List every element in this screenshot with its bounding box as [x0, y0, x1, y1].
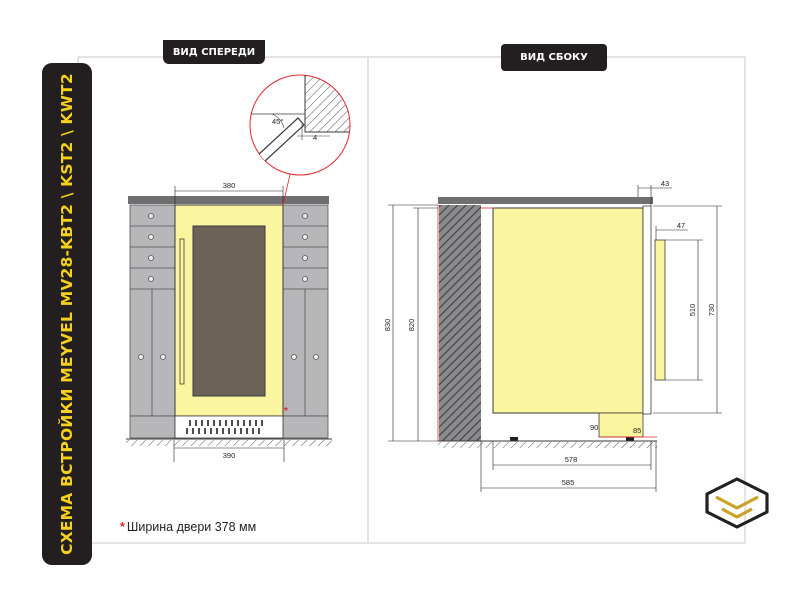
- side-view: 830 820 43 47 510 730 90 85: [383, 179, 722, 492]
- detail-angle-label: 45°: [272, 117, 283, 126]
- dim-380-label: 380: [223, 181, 236, 190]
- tab-front-view: ВИД СПЕРЕДИ: [163, 40, 265, 64]
- dim-820-label: 820: [407, 319, 416, 332]
- left-cabinet: [129, 204, 176, 439]
- door-profile: [642, 205, 652, 415]
- vent-grille: [174, 415, 284, 439]
- hinge-detail-callout: 45° 4: [249, 74, 351, 206]
- dim-730-label: 730: [707, 304, 716, 317]
- dim-390-label: 390: [223, 451, 236, 460]
- svg-text:*: *: [284, 406, 288, 417]
- dim-bottom-width: [173, 440, 285, 462]
- floor-side: [437, 205, 657, 448]
- handle-profile: [654, 239, 666, 381]
- detail-gap-label: 4: [313, 133, 317, 142]
- dim-510-label: 510: [688, 304, 697, 317]
- dim-578-label: 578: [565, 455, 578, 464]
- front-view: * 380 390: [126, 74, 351, 462]
- countertop-front: [128, 196, 329, 204]
- door-width-footnote: *Ширина двери 378 мм: [120, 520, 256, 534]
- dim-top-width: [174, 186, 284, 205]
- floor-front: [126, 438, 332, 446]
- dim-height-lines: [388, 204, 438, 442]
- footnote-text: Ширина двери 378 мм: [126, 520, 257, 534]
- wine-cooler-side: [492, 207, 644, 414]
- dim-85-label: 85: [633, 426, 641, 435]
- side-title-text: СХЕМА ВСТРОЙКИ MEYVEL MV28-KBT2 \ KST2 \…: [58, 73, 76, 555]
- dim-door-lines: [653, 205, 722, 414]
- countertop-side: [438, 197, 653, 204]
- side-title-bar: СХЕМА ВСТРОЙКИ MEYVEL MV28-KBT2 \ KST2 \…: [42, 63, 92, 565]
- dim-43-label: 43: [661, 179, 669, 188]
- back-wall: [439, 205, 481, 441]
- wine-cooler-front: *: [174, 204, 288, 439]
- dim-overhang-lines: [637, 185, 688, 240]
- meyvel-logo-icon: [705, 477, 769, 529]
- dim-47-label: 47: [677, 221, 685, 230]
- right-cabinet: [282, 204, 329, 439]
- dim-830-label: 830: [383, 319, 392, 332]
- tab-side-view: ВИД СБОКУ: [501, 44, 607, 71]
- dim-90-label: 90: [590, 423, 598, 432]
- glass-door: [192, 225, 266, 397]
- door-handle: [179, 238, 185, 385]
- dim-585-label: 585: [562, 478, 575, 487]
- footnote-marker: *: [120, 520, 125, 534]
- dim-depth-lines: [480, 441, 657, 492]
